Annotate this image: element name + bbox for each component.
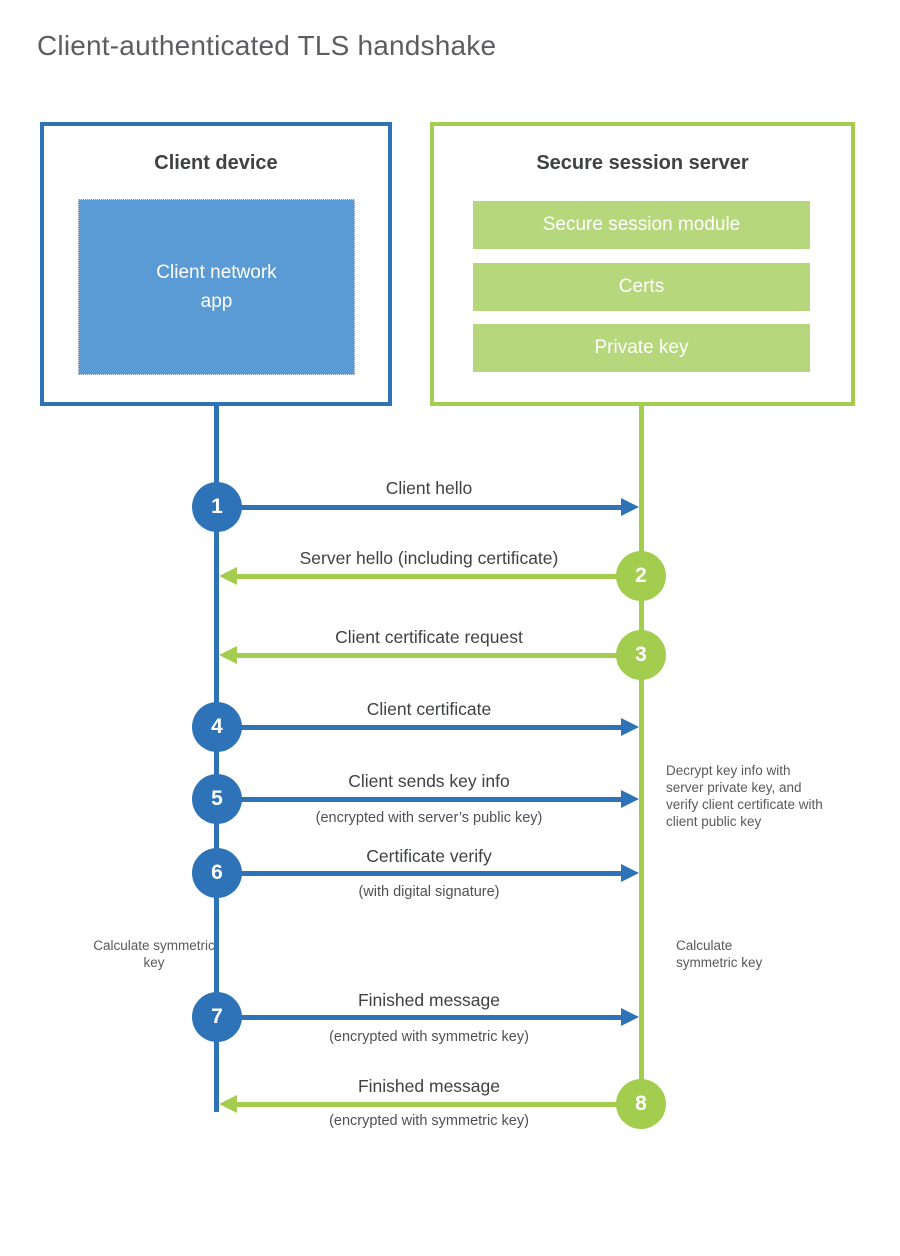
step-7-label: Finished message [357,990,501,1010]
step-3-label: Client certificate request [335,627,523,647]
step-3-arrowhead-icon [219,646,237,664]
step-4-arrowhead-icon [621,718,639,736]
step-4-label: Client certificate [366,699,492,719]
step-7-arrowhead-icon [621,1008,639,1026]
module-bar-secure-session-module: Secure session module [473,201,810,249]
step-5-arrow [217,797,621,802]
server-decrypt-note: Decrypt key info with server private key… [666,763,823,829]
step-2-arrow [237,574,641,579]
step-1-circle: 1 [192,482,242,532]
server-calc-symmetric-key-note: Calculate symmetric key [676,938,763,971]
module-bar-certs: Certs [473,263,810,311]
step-3-circle: 3 [616,630,666,680]
step-2-circle: 2 [616,551,666,601]
step-4-circle: 4 [192,702,242,752]
step-6-sublabel: (with digital signature) [358,884,500,900]
step-6-circle: 6 [192,848,242,898]
client-device-box: Client device Client network app [40,122,392,406]
step-6-label: Certificate verify [366,846,492,866]
step-7-circle: 7 [192,992,242,1042]
client-network-app-label: Client network app [156,261,277,312]
step-7-arrow [217,1015,621,1020]
secure-session-server-box: Secure session server Secure session mod… [430,122,855,406]
secure-session-server-title: Secure session server [536,152,749,174]
step-1-arrow [217,505,621,510]
step-6-arrow [217,871,621,876]
step-5-arrowhead-icon [621,790,639,808]
step-8-arrowhead-icon [219,1095,237,1113]
client-device-title: Client device [154,152,278,174]
step-4-arrow [217,725,621,730]
client-calc-symmetric-key-note: Calculate symmetric key [93,938,215,971]
step-3-arrow [237,653,641,658]
client-lifeline [214,404,219,1112]
step-5-label: Client sends key info [348,771,510,791]
step-8-sublabel: (encrypted with symmetric key) [329,1113,529,1129]
step-8-arrow [237,1102,641,1107]
step-2-label: Server hello (including certificate) [299,548,559,568]
step-8-circle: 8 [616,1079,666,1129]
step-5-circle: 5 [192,774,242,824]
module-bar-private-key: Private key [473,324,810,372]
step-1-arrowhead-icon [621,498,639,516]
step-2-arrowhead-icon [219,567,237,585]
step-1-label: Client hello [385,478,473,498]
step-7-sublabel: (encrypted with symmetric key) [329,1029,529,1045]
client-network-app-box: Client network app [78,199,355,375]
step-5-sublabel: (encrypted with server’s public key) [315,810,543,826]
diagram-title: Client-authenticated TLS handshake [37,30,497,61]
step-6-arrowhead-icon [621,864,639,882]
step-8-label: Finished message [357,1076,501,1096]
server-lifeline [639,404,644,1106]
